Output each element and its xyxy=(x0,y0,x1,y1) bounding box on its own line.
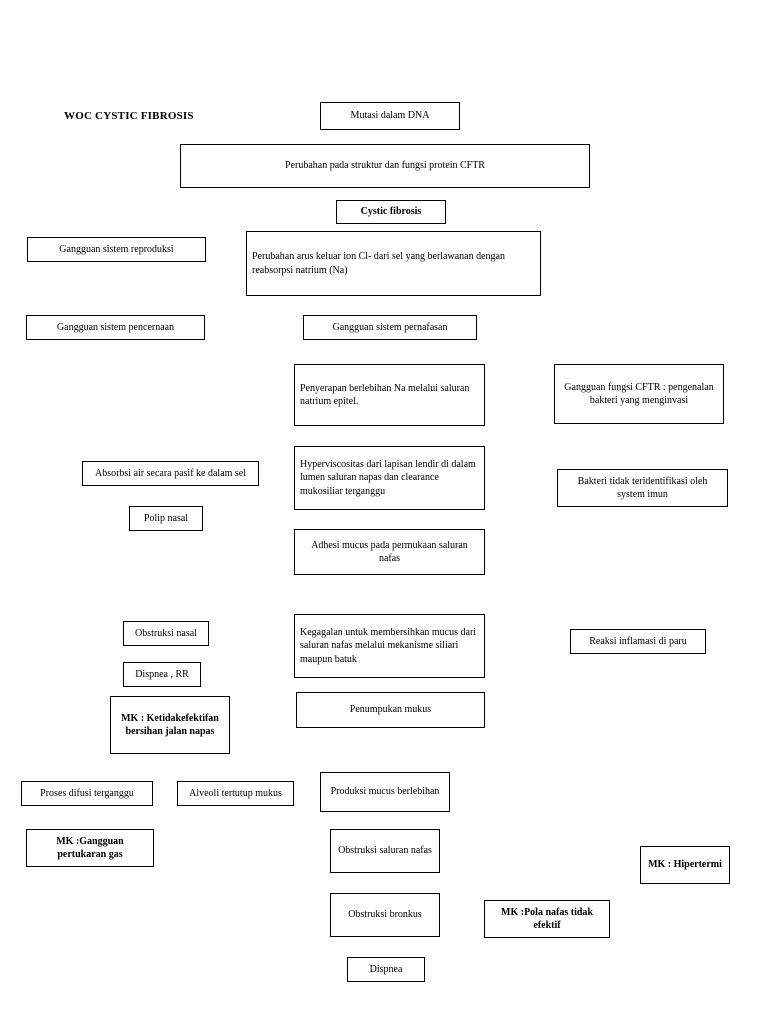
node-penyerapan-na: Penyerapan berlebihan Na melalui saluran… xyxy=(294,364,485,426)
node-mk-ketidakefektifan-bersihan: MK : Ketidakefektifan bersihan jalan nap… xyxy=(110,696,230,754)
node-produksi-mucus-berlebihan: Produksi mucus berlebihan xyxy=(320,772,450,812)
node-obstruksi-nasal: Obstruksi nasal xyxy=(123,621,209,646)
node-hyperviscositas: Hyperviscositas dari lapisan lendir di d… xyxy=(294,446,485,510)
node-gangguan-pernafasan: Gangguan sistem pernafasan xyxy=(303,315,477,340)
node-proses-difusi-terganggu: Proses difusi terganggu xyxy=(21,781,153,806)
node-mk-hipertermi: MK : Hipertermi xyxy=(640,846,730,884)
node-dispnea: Dispnea xyxy=(347,957,425,982)
node-bakteri-tidak-teridentifikasi: Bakteri tidak teridentifikasi oleh syste… xyxy=(557,469,728,507)
node-gangguan-reproduksi: Gangguan sistem reproduksi xyxy=(27,237,206,262)
node-reaksi-inflamasi-paru: Reaksi inflamasi di paru xyxy=(570,629,706,654)
node-absorbsi-air: Absorbsi air secara pasif ke dalam sel xyxy=(82,461,259,486)
node-dispnea-rr: Dispnea , RR xyxy=(123,662,201,687)
node-obstruksi-saluran-nafas: Obstruksi saluran nafas xyxy=(330,829,440,873)
node-polip-nasal: Polip nasal xyxy=(129,506,203,531)
node-alveoli-tertutup-mukus: Alveoli tertutup mukus xyxy=(177,781,294,806)
node-mk-pola-nafas-tidak-efektif: MK :Pola nafas tidak efektif xyxy=(484,900,610,938)
node-gangguan-fungsi-cftr: Gangguan fungsi CFTR : pengenalan bakter… xyxy=(554,364,724,424)
node-kegagalan-membersihkan: Kegagalan untuk membersihkan mucus dari … xyxy=(294,614,485,678)
node-cystic-fibrosis: Cystic fibrosis xyxy=(336,200,446,224)
node-adhesi-mucus: Adhesi mucus pada permukaan saluran nafa… xyxy=(294,529,485,575)
node-perubahan-struktur-cftr: Perubahan pada struktur dan fungsi prote… xyxy=(180,144,590,188)
node-gangguan-pencernaan: Gangguan sistem pencernaan xyxy=(26,315,205,340)
node-mk-gangguan-pertukaran-gas: MK :Gangguan pertukaran gas xyxy=(26,829,154,867)
node-mutasi-dna: Mutasi dalam DNA xyxy=(320,102,460,130)
page-title: WOC CYSTIC FIBROSIS xyxy=(64,110,194,122)
node-perubahan-arus-cl: Perubahan arus keluar ion Cl- dari sel y… xyxy=(246,231,541,296)
node-penumpukan-mukus: Penumpukan mukus xyxy=(296,692,485,728)
node-obstruksi-bronkus: Obstruksi bronkus xyxy=(330,893,440,937)
